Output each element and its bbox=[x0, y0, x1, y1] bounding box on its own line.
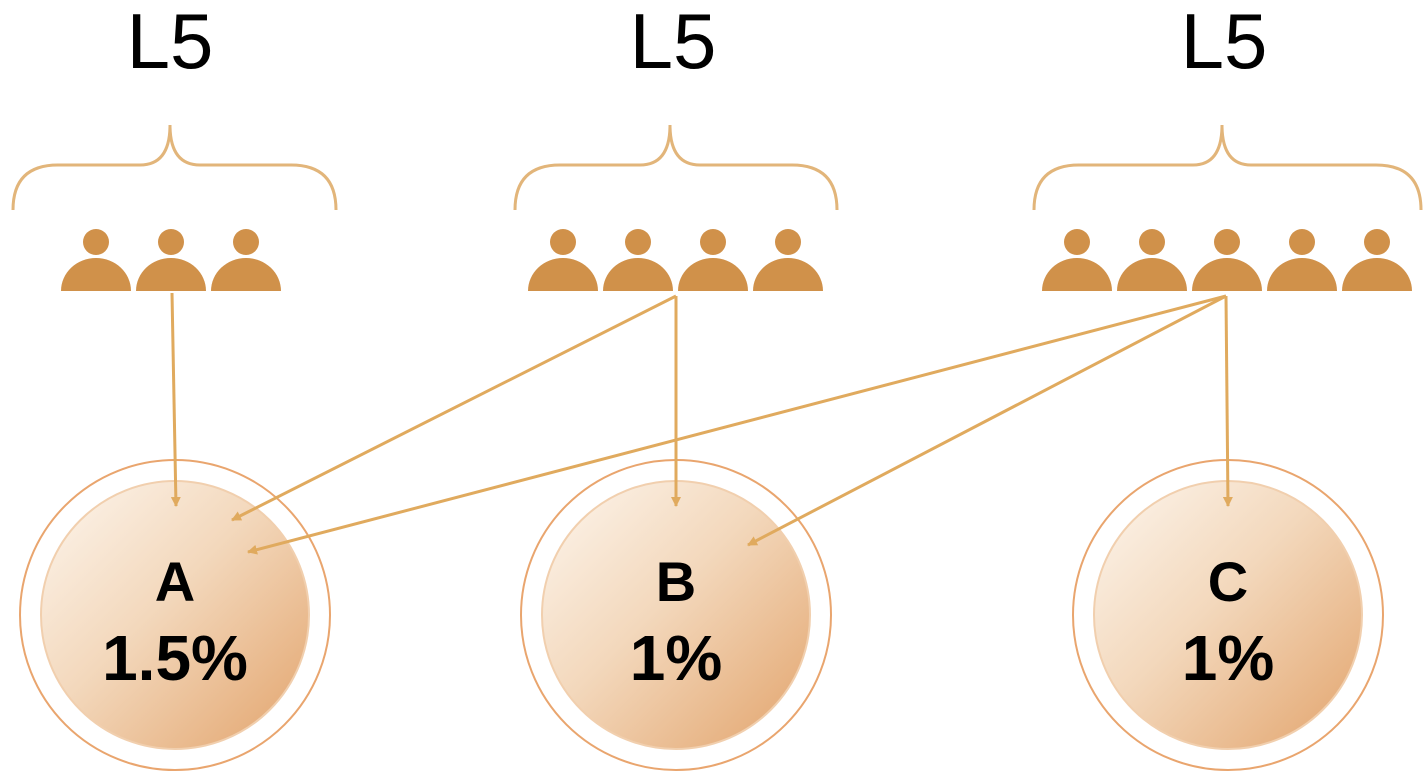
person-icon bbox=[136, 229, 206, 291]
pool-disc bbox=[541, 480, 811, 750]
link-arrow-group3-to-b bbox=[747, 294, 1227, 547]
person-icon bbox=[211, 229, 281, 291]
pool-disc bbox=[1093, 480, 1363, 750]
group-3-members bbox=[1042, 229, 1412, 291]
pool-a bbox=[19, 459, 331, 771]
person-icon bbox=[1192, 229, 1262, 291]
person-icon bbox=[603, 229, 673, 291]
group-brace bbox=[1032, 124, 1423, 211]
group-brace bbox=[11, 124, 338, 211]
link-arrow-group3-to-a bbox=[247, 294, 1227, 555]
group-title: L5 bbox=[126, 0, 214, 85]
person-icon bbox=[528, 229, 598, 291]
group-brace bbox=[513, 124, 839, 211]
person-icon bbox=[1342, 229, 1412, 291]
pool-b bbox=[520, 459, 832, 771]
person-icon bbox=[753, 229, 823, 291]
pool-rate: 1% bbox=[1181, 622, 1275, 694]
person-icon bbox=[678, 229, 748, 291]
pool-name: A bbox=[154, 550, 196, 613]
link-arrow-group2-to-a bbox=[231, 294, 677, 522]
link-arrow-group3-to-c bbox=[1222, 295, 1233, 507]
person-icon bbox=[1117, 229, 1187, 291]
pool-name: B bbox=[655, 550, 697, 613]
group-title: L5 bbox=[629, 0, 717, 85]
pool-disc bbox=[40, 480, 310, 750]
group-title: L5 bbox=[1180, 0, 1268, 85]
person-icon bbox=[1042, 229, 1112, 291]
group-2-members bbox=[528, 229, 823, 291]
pool-name: C bbox=[1207, 550, 1249, 613]
person-icon bbox=[61, 229, 131, 291]
pool-rate: 1.5% bbox=[102, 622, 248, 694]
group-1-members bbox=[61, 229, 281, 291]
pool-rate: 1% bbox=[629, 622, 723, 694]
link-arrow-group1-to-a bbox=[170, 292, 181, 507]
pool-c bbox=[1072, 459, 1384, 771]
link-arrows bbox=[170, 292, 1233, 555]
person-icon bbox=[1267, 229, 1337, 291]
